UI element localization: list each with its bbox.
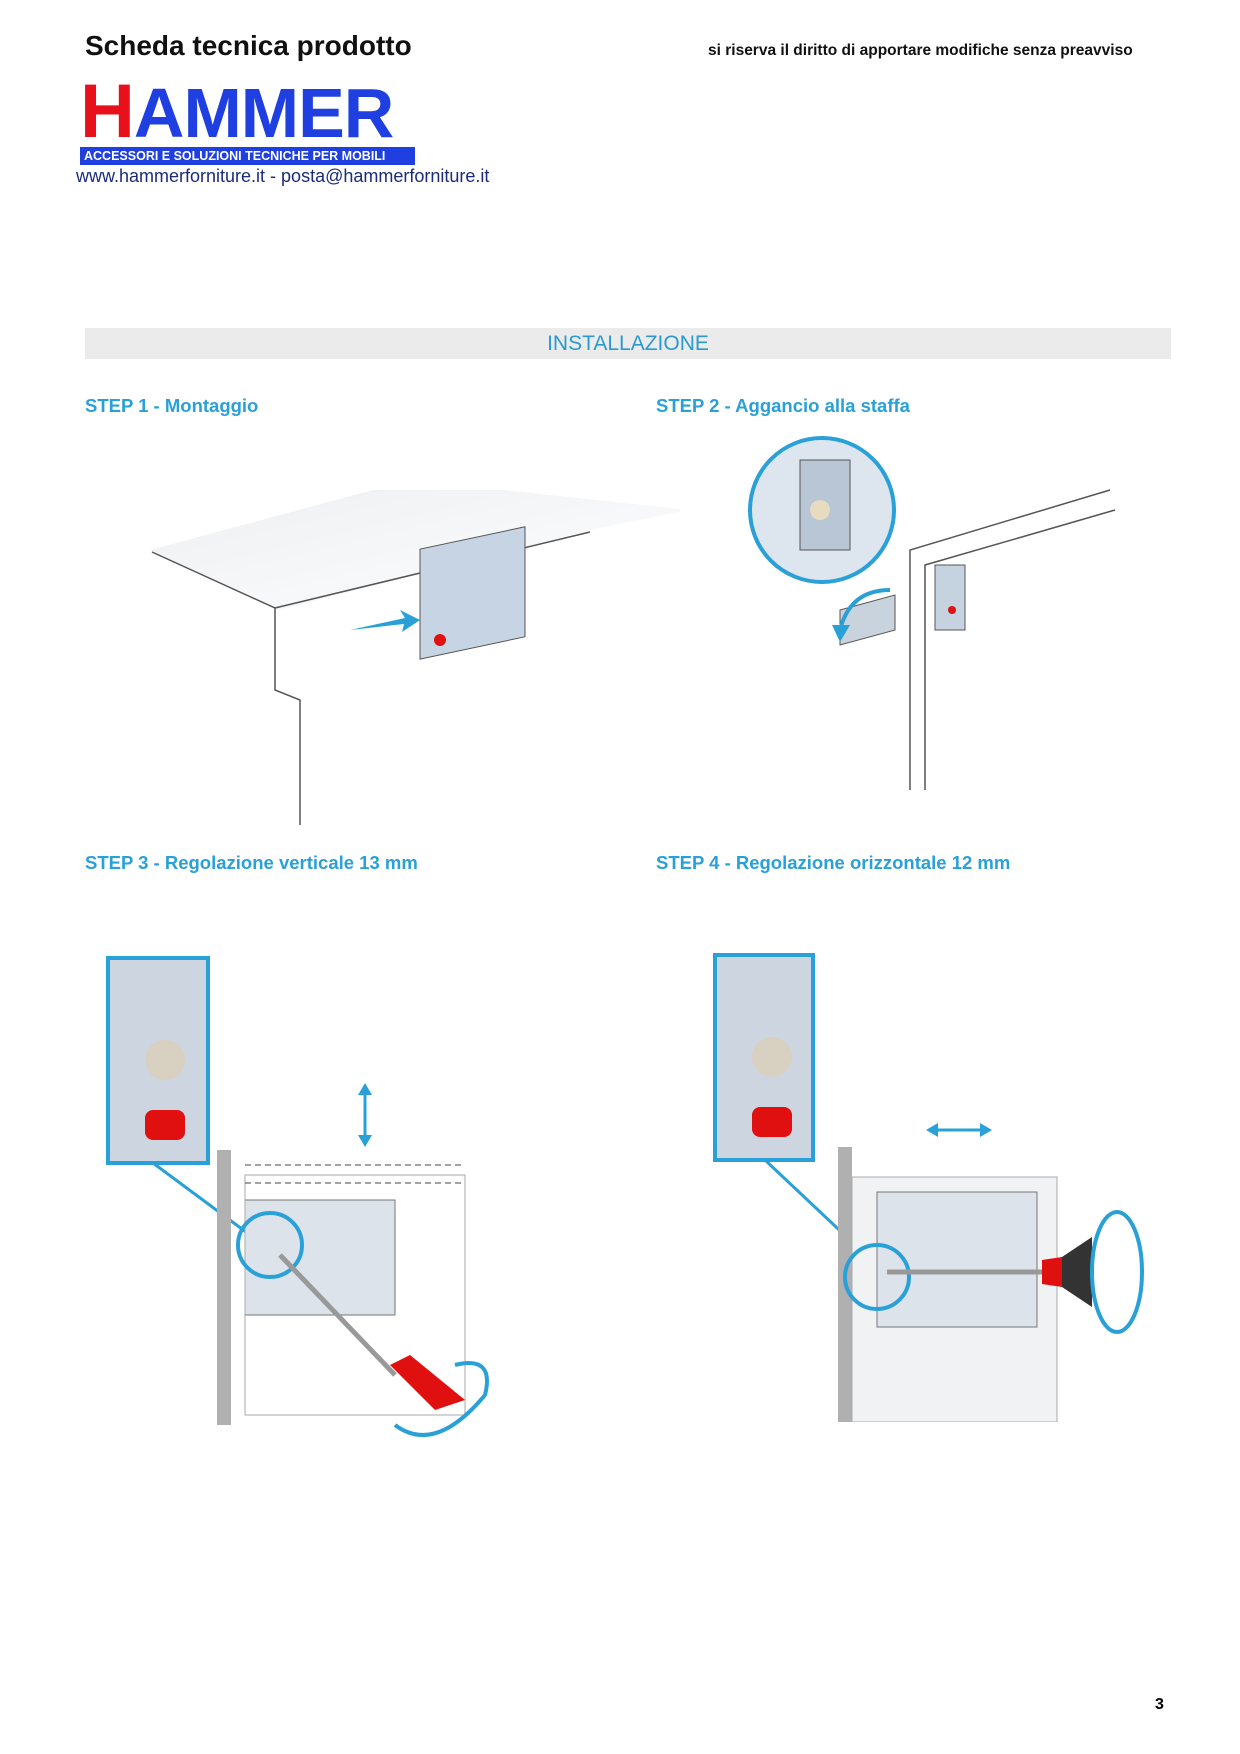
step-4-label: STEP 4 - Regolazione orizzontale 12 mm bbox=[656, 852, 1011, 873]
logo-tagline: ACCESSORI E SOLUZIONI TECNICHE PER MOBIL… bbox=[80, 147, 415, 165]
hammer-logo: HAMMER ACCESSORI E SOLUZIONI TECNICHE PE… bbox=[80, 74, 415, 165]
step-2-illustration bbox=[748, 436, 1116, 790]
logo-brand-rest: AMMER bbox=[133, 74, 394, 152]
step-4-illustration bbox=[713, 953, 1144, 1422]
document-title: Scheda tecnica prodotto bbox=[85, 30, 412, 61]
section-title: INSTALLAZIONE bbox=[547, 332, 709, 355]
step-3-label: STEP 3 - Regolazione verticale 13 mm bbox=[85, 852, 418, 873]
contact-info[interactable]: www.hammerforniture.it - posta@hammerfor… bbox=[76, 166, 490, 186]
section-header: INSTALLAZIONE bbox=[85, 328, 1171, 359]
arrow-icon bbox=[350, 610, 420, 632]
page-number: 3 bbox=[1155, 1696, 1164, 1713]
disclaimer: si riserva il diritto di apportare modif… bbox=[708, 42, 1133, 59]
step-3-illustration bbox=[106, 956, 489, 1437]
step-2-label: STEP 2 - Aggancio alla staffa bbox=[656, 395, 910, 416]
step-1-label: STEP 1 - Montaggio bbox=[85, 395, 259, 416]
step-1-illustration bbox=[150, 490, 680, 825]
logo-letter-h: H bbox=[80, 69, 135, 154]
